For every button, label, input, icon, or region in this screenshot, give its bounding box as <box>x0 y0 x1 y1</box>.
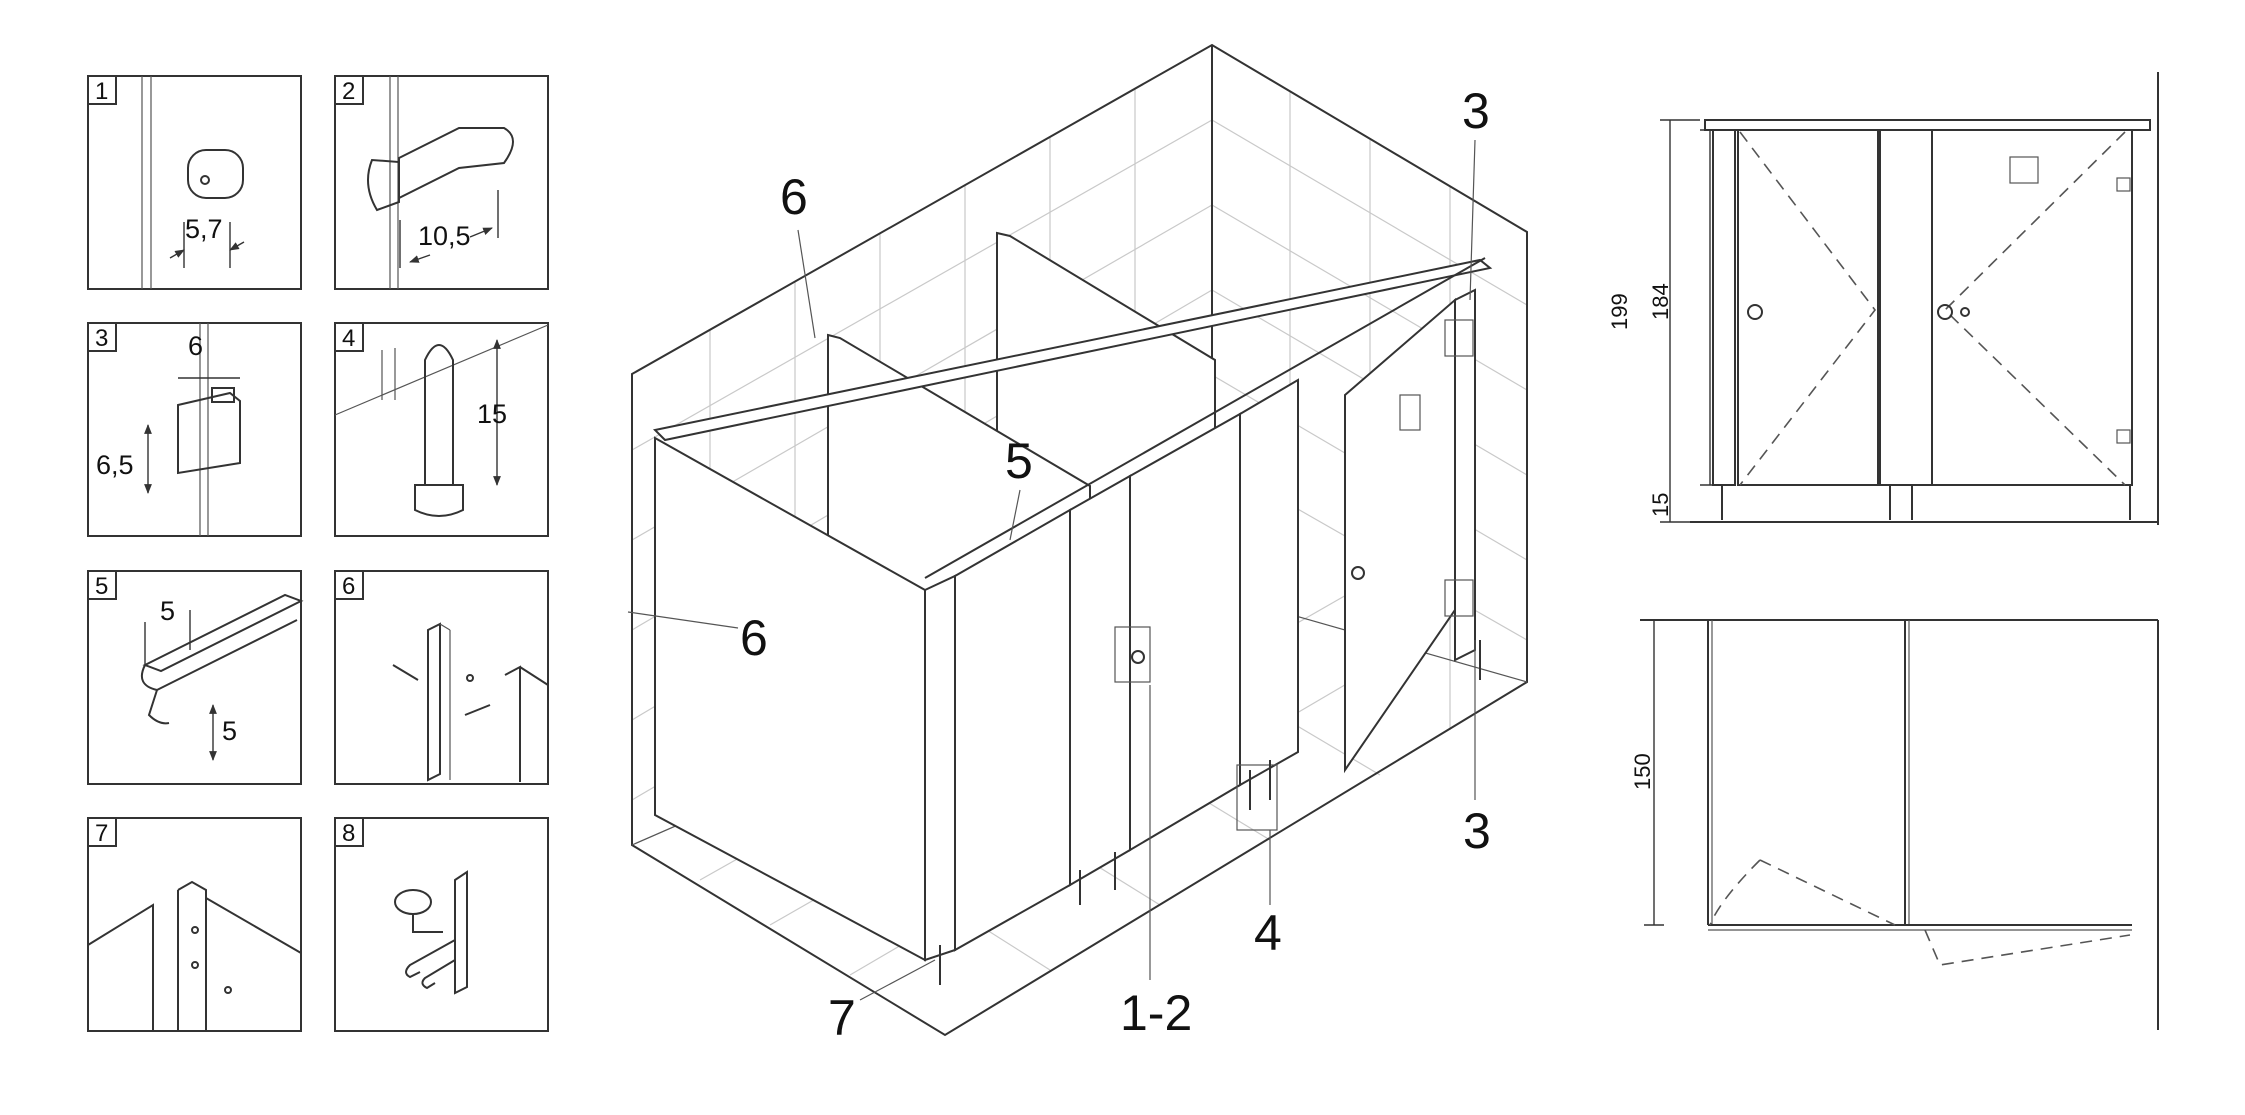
coat-hook <box>398 127 514 200</box>
front-elevation: 199 184 15 <box>1607 72 2159 525</box>
detail-box-5: 5 5 5 <box>87 570 304 785</box>
wheelchair-icon <box>1399 394 1421 431</box>
callout-6-left: 6 <box>740 610 768 666</box>
callout-3-top: 3 <box>1462 83 1490 139</box>
dim-label: 6 <box>188 331 203 361</box>
front-door-middle <box>1129 412 1241 852</box>
detail-number: 1 <box>95 78 108 105</box>
detail-number: 6 <box>342 573 355 600</box>
dim-label: 5,7 <box>185 214 223 244</box>
detail-number: 4 <box>342 325 355 352</box>
detail-number: 3 <box>95 325 108 352</box>
callout-6-top: 6 <box>780 169 808 225</box>
detail-box-6: 6 <box>334 570 549 785</box>
dim-label: 15 <box>477 399 507 429</box>
dim-label: 5 <box>160 596 175 626</box>
detail-number: 5 <box>95 573 108 600</box>
accessible-door <box>1344 297 1456 774</box>
dim-label: 6,5 <box>96 450 134 480</box>
detail-box-2: 2 10,5 <box>334 75 549 290</box>
detail-box-8: 8 <box>334 817 549 1032</box>
lock-knob <box>187 149 244 199</box>
dim-15: 15 <box>1648 493 1673 517</box>
detail-number: 7 <box>95 820 108 847</box>
double-hook <box>454 870 468 995</box>
front-door-left <box>954 508 1071 952</box>
dim-label: 10,5 <box>418 221 471 251</box>
top-rail <box>1704 119 2151 131</box>
corner-profile <box>177 880 207 1031</box>
dim-150: 150 <box>1630 753 1655 790</box>
isometric-view: 6 6 5 3 3 4 7 1-2 <box>627 43 1528 1046</box>
detail-number: 2 <box>342 78 355 105</box>
detail-box-3: 3 6 6,5 <box>87 322 302 537</box>
callout-1-2: 1-2 <box>1120 985 1192 1041</box>
dim-184: 184 <box>1648 283 1673 320</box>
callout-7: 7 <box>828 990 856 1046</box>
detail-box-4: 4 15 <box>334 322 549 537</box>
floor-plan: 150 <box>1630 619 2159 1030</box>
detail-box-7: 7 <box>87 817 302 1032</box>
feet <box>1721 485 2131 520</box>
dim-199: 199 <box>1607 293 1632 330</box>
wall-profile <box>427 622 441 782</box>
wheelchair-icon <box>2009 156 2039 184</box>
callout-3-bottom: 3 <box>1463 803 1491 859</box>
callout-4: 4 <box>1254 905 1282 961</box>
top-rail <box>142 593 304 673</box>
adjustable-feet <box>939 640 1481 985</box>
dim-label: 5 <box>222 716 237 746</box>
adjustable-foot <box>424 344 454 486</box>
hinge <box>177 391 241 475</box>
callout-5: 5 <box>1005 433 1033 489</box>
detail-number: 8 <box>342 820 355 847</box>
detail-box-1: 1 5,7 <box>87 75 302 290</box>
top-rail <box>652 258 1493 442</box>
